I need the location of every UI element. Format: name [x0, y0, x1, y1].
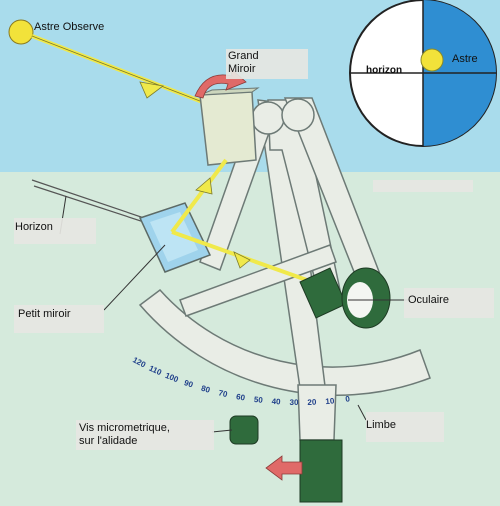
label-limbe: Limbe: [366, 419, 396, 431]
label-vis-1: Vis micrometrique,: [79, 422, 170, 434]
label-box-oculaire: [404, 288, 494, 318]
inset-circle: [349, 0, 497, 147]
label-oculaire: Oculaire: [408, 294, 449, 306]
label-grand-miroir-2: Miroir: [228, 63, 256, 75]
sun-icon: [8, 19, 34, 45]
label-petit-miroir: Petit miroir: [18, 308, 71, 320]
scale-tick-label: 70: [218, 388, 229, 399]
astre-inset-icon: [420, 48, 444, 72]
vis-micrometrique: [229, 415, 343, 503]
scale-tick-label: 10: [325, 396, 335, 406]
label-astre-observe: Astre Observe: [34, 21, 105, 33]
label-vis-2: sur l'alidade: [79, 435, 138, 447]
label-horizon: Horizon: [15, 221, 53, 233]
scale-tick-label: 30: [290, 398, 300, 407]
grand-miroir: [199, 87, 260, 166]
scale-tick-label: 90: [183, 378, 195, 390]
scale-tick-label: 80: [200, 384, 212, 395]
scale-tick-label: 0: [345, 394, 351, 404]
scale-tick-label: 50: [253, 395, 263, 405]
label-grand-miroir-1: Grand: [228, 50, 259, 62]
left-arrow-icon: [265, 455, 303, 481]
label-box-petit-miroir: [14, 305, 104, 333]
sextant-frame: [138, 97, 431, 441]
label-astre-inset: Astre: [452, 53, 478, 65]
label-box-grand-miroir: [226, 49, 308, 79]
label-box-inset: [373, 180, 473, 192]
scale-tick-label: 20: [307, 398, 317, 407]
label-box-horizon: [14, 218, 96, 244]
label-box-vis: [76, 420, 214, 450]
petit-miroir: [138, 202, 212, 273]
scale-tick-label: 60: [235, 392, 246, 403]
label-horizon-inset: horizon: [366, 65, 403, 76]
label-box-limbe: [366, 412, 444, 442]
scale-tick-label: 40: [271, 397, 281, 407]
oculaire: [299, 267, 391, 329]
light-ray: [31, 34, 219, 110]
